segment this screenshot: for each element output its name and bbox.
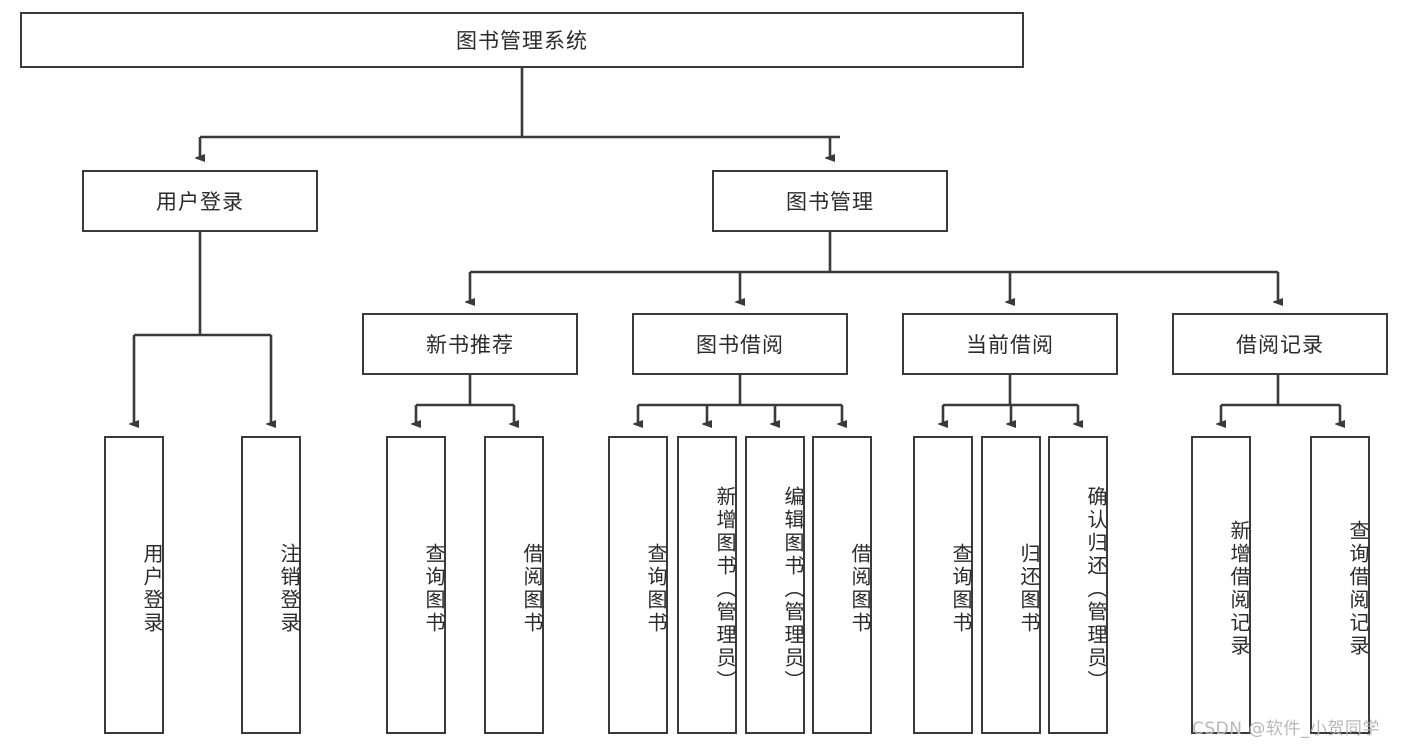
node-book-borrow-label: 图书借阅 (696, 333, 784, 357)
leaf-new-book-query[interactable]: 查询图书 (386, 436, 446, 734)
leaf-current-borrow-confirm-label: 确认归还（管理员） (1084, 485, 1108, 693)
node-root-label: 图书管理系统 (456, 29, 588, 53)
node-user-login-label: 用户登录 (156, 190, 244, 214)
leaf-user-login-logout-label: 注销登录 (277, 543, 301, 635)
node-current-borrow-label: 当前借阅 (966, 333, 1054, 357)
node-borrow-record[interactable]: 借阅记录 (1172, 313, 1388, 375)
node-new-book-recommend[interactable]: 新书推荐 (362, 313, 578, 375)
leaf-book-borrow-add[interactable]: 新增图书（管理员） (677, 436, 737, 734)
node-new-book-recommend-label: 新书推荐 (426, 333, 514, 357)
leaf-book-borrow-query-label: 查询图书 (644, 543, 668, 635)
node-borrow-record-label: 借阅记录 (1236, 333, 1324, 357)
leaf-book-borrow-borrow-label: 借阅图书 (848, 543, 872, 635)
csdn-watermark: CSDN @软件_小贺同学 (1192, 719, 1380, 739)
node-root[interactable]: 图书管理系统 (20, 12, 1024, 68)
leaf-new-book-query-label: 查询图书 (422, 543, 446, 635)
leaf-current-borrow-query-label: 查询图书 (949, 543, 973, 635)
node-user-login[interactable]: 用户登录 (82, 170, 318, 232)
leaf-current-borrow-query[interactable]: 查询图书 (913, 436, 973, 734)
leaf-current-borrow-return-label: 归还图书 (1017, 543, 1041, 635)
leaf-new-book-borrow-label: 借阅图书 (520, 543, 544, 635)
leaf-borrow-record-add-label: 新增借阅记录 (1227, 520, 1251, 658)
leaf-new-book-borrow[interactable]: 借阅图书 (484, 436, 544, 734)
leaf-book-borrow-edit-label: 编辑图书（管理员） (781, 485, 805, 693)
leaf-borrow-record-query[interactable]: 查询借阅记录 (1310, 436, 1370, 734)
leaf-user-login-login-label: 用户登录 (140, 543, 164, 635)
leaf-borrow-record-add[interactable]: 新增借阅记录 (1191, 436, 1251, 734)
leaf-current-borrow-confirm[interactable]: 确认归还（管理员） (1048, 436, 1108, 734)
node-book-borrow[interactable]: 图书借阅 (632, 313, 848, 375)
leaf-book-borrow-query[interactable]: 查询图书 (608, 436, 668, 734)
leaf-book-borrow-edit[interactable]: 编辑图书（管理员） (745, 436, 805, 734)
leaf-user-login-logout[interactable]: 注销登录 (241, 436, 301, 734)
node-current-borrow[interactable]: 当前借阅 (902, 313, 1118, 375)
leaf-borrow-record-query-label: 查询借阅记录 (1346, 520, 1370, 658)
node-book-management-label: 图书管理 (786, 190, 874, 214)
leaf-user-login-login[interactable]: 用户登录 (104, 436, 164, 734)
leaf-book-borrow-borrow[interactable]: 借阅图书 (812, 436, 872, 734)
node-book-management[interactable]: 图书管理 (712, 170, 948, 232)
leaf-book-borrow-add-label: 新增图书（管理员） (713, 485, 737, 693)
leaf-current-borrow-return[interactable]: 归还图书 (981, 436, 1041, 734)
